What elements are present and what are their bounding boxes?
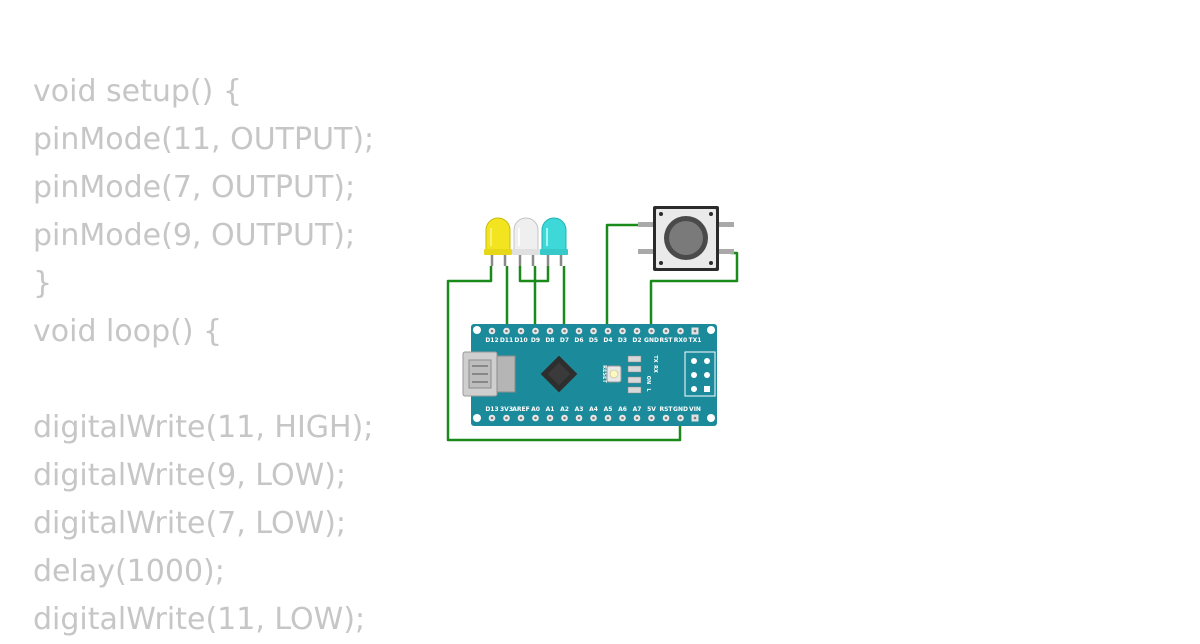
top-pin-label: D5 bbox=[589, 337, 598, 344]
bottom-pin-hole bbox=[592, 416, 595, 420]
bottom-pin-hole bbox=[621, 416, 624, 420]
on-led-label: ON bbox=[645, 376, 651, 384]
reset-label: RESET bbox=[601, 365, 607, 383]
bottom-pin-hole bbox=[606, 416, 610, 420]
bottom-pin-label: A1 bbox=[546, 406, 555, 413]
code-listing: void setup() { pinMode(11, OUTPUT); pinM… bbox=[33, 68, 374, 644]
wires bbox=[446, 223, 739, 442]
top-pin-hole bbox=[606, 329, 610, 333]
reset-button bbox=[606, 365, 622, 383]
code-line: pinMode(11, OUTPUT); bbox=[33, 122, 375, 157]
bottom-pin-label: AREF bbox=[512, 406, 529, 413]
bottom-pin-label: A7 bbox=[633, 406, 642, 413]
wire-button-to-d4 bbox=[605, 223, 640, 331]
bottom-pin-label: 5V bbox=[647, 406, 656, 413]
tx-led-label: TX bbox=[652, 355, 658, 362]
top-pin-hole bbox=[621, 329, 624, 333]
top-pin-hole bbox=[519, 329, 523, 333]
top-pin-label: D12 bbox=[485, 337, 498, 344]
bottom-pin-header bbox=[488, 414, 699, 422]
code-line: digitalWrite(7, LOW); bbox=[33, 506, 347, 541]
top-pin-header bbox=[488, 327, 699, 335]
led-cyan bbox=[540, 217, 568, 266]
led-white bbox=[512, 217, 540, 266]
top-pin-label: GND bbox=[644, 337, 659, 344]
bottom-pin-label: A6 bbox=[618, 406, 627, 413]
bottom-pin-hole bbox=[679, 416, 682, 420]
code-line: } bbox=[33, 266, 53, 301]
code-line: pinMode(7, OUTPUT); bbox=[33, 170, 356, 205]
bottom-pin-hole bbox=[505, 416, 508, 420]
bottom-pin-hole bbox=[519, 416, 523, 420]
bottom-pin-label: A0 bbox=[531, 406, 540, 413]
bottom-pin-label: GND bbox=[673, 406, 688, 413]
top-pin-hole bbox=[650, 329, 653, 333]
bottom-pin-hole bbox=[548, 416, 552, 420]
microcontroller-chip bbox=[540, 355, 578, 393]
top-pin-label: RX0 bbox=[674, 337, 687, 344]
wire-yellow-led-cathode-to-gnd bbox=[446, 266, 682, 442]
wire-button-to-gnd bbox=[649, 251, 739, 331]
top-pin-label: D7 bbox=[560, 337, 569, 344]
top-pin-label: D10 bbox=[514, 337, 527, 344]
bottom-pin-hole bbox=[664, 416, 668, 420]
bottom-pin-label: RST bbox=[659, 406, 673, 413]
bottom-pin-label: A3 bbox=[575, 406, 584, 413]
usb-connector bbox=[462, 351, 516, 397]
bottom-pin-hole bbox=[534, 416, 537, 420]
code-line: digitalWrite(11, HIGH); bbox=[33, 410, 374, 445]
top-pin-label: D2 bbox=[632, 337, 641, 344]
bottom-pin-label: VIN bbox=[689, 406, 701, 413]
top-pin-hole bbox=[693, 329, 697, 333]
bottom-pin-label: A5 bbox=[604, 406, 613, 413]
top-pin-hole bbox=[505, 329, 508, 333]
bottom-pin-hole bbox=[563, 416, 566, 420]
bottom-pin-label: A4 bbox=[589, 406, 598, 413]
top-pin-label: D11 bbox=[500, 337, 513, 344]
l-led-label: L bbox=[645, 388, 651, 392]
led-yellow bbox=[484, 217, 512, 266]
bottom-pin-hole bbox=[693, 416, 697, 420]
pushbutton bbox=[638, 206, 734, 271]
code-line: pinMode(9, OUTPUT); bbox=[33, 218, 356, 253]
top-pin-hole bbox=[679, 329, 682, 333]
code-line: delay(1000); bbox=[33, 554, 225, 589]
top-pin-label: RST bbox=[659, 337, 673, 344]
top-pin-label: D9 bbox=[531, 337, 540, 344]
code-line: void setup() { bbox=[33, 74, 242, 109]
top-pin-hole bbox=[563, 329, 566, 333]
top-pin-label: D6 bbox=[574, 337, 583, 344]
bottom-pin-label: A2 bbox=[560, 406, 569, 413]
code-line: void loop() { bbox=[33, 314, 223, 349]
top-pin-label: D8 bbox=[545, 337, 554, 344]
top-pin-hole bbox=[490, 329, 494, 333]
bottom-pin-label: D13 bbox=[485, 406, 498, 413]
code-line: digitalWrite(9, LOW); bbox=[33, 458, 347, 493]
top-pin-hole bbox=[664, 329, 668, 333]
icsp-header bbox=[684, 351, 716, 397]
status-leds bbox=[627, 355, 642, 394]
top-pin-label: TX1 bbox=[689, 337, 702, 344]
bottom-pin-hole bbox=[650, 416, 653, 420]
top-pin-hole bbox=[592, 329, 595, 333]
top-pin-hole bbox=[635, 329, 639, 333]
top-pin-label: D4 bbox=[603, 337, 612, 344]
top-pin-label: D3 bbox=[618, 337, 627, 344]
bottom-pin-label: 3V3 bbox=[500, 406, 513, 413]
top-pin-hole bbox=[548, 329, 552, 333]
top-pin-hole bbox=[577, 329, 581, 333]
bottom-pin-hole bbox=[635, 416, 639, 420]
rx-led-label: RX bbox=[652, 365, 658, 373]
bottom-pin-hole bbox=[577, 416, 581, 420]
bottom-pin-hole bbox=[490, 416, 494, 420]
top-pin-hole bbox=[534, 329, 537, 333]
